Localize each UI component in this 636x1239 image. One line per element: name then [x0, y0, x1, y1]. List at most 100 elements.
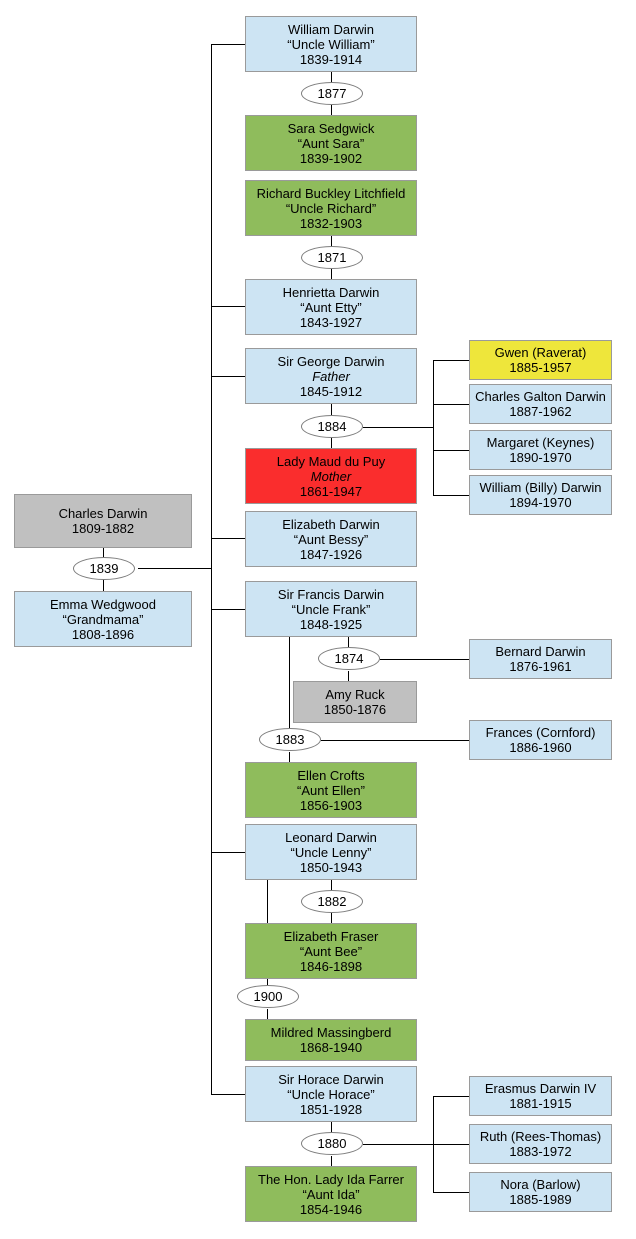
- connector-1882-to-elizabeth-fraser: [331, 913, 332, 923]
- person-dates: 1886-1960: [509, 740, 572, 755]
- connector-1880-to-ida: [331, 1156, 332, 1166]
- person-sir-george-darwin[interactable]: Sir George Darwin Father 1845-1912: [245, 348, 417, 404]
- person-dates: 1881-1915: [509, 1096, 572, 1111]
- person-emma-wedgwood[interactable]: Emma Wedgwood “Grandmama” 1808-1896: [14, 591, 192, 647]
- person-dates: 1808-1896: [71, 626, 135, 642]
- trunk-george-children: [433, 360, 434, 495]
- connector-francis-to-1883: [289, 637, 290, 728]
- connector-1874-to-amy: [348, 671, 349, 681]
- person-elizabeth-darwin[interactable]: Elizabeth Darwin “Aunt Bessy” 1847-1926: [245, 511, 417, 567]
- marriage-year-1884[interactable]: 1884: [301, 415, 363, 438]
- person-dates: 1850-1876: [323, 702, 387, 717]
- person-nora-barlow[interactable]: Nora (Barlow) 1885-1989: [469, 1172, 612, 1212]
- person-henrietta-darwin[interactable]: Henrietta Darwin “Aunt Etty” 1843-1927: [245, 279, 417, 335]
- person-dates: 1851-1928: [299, 1101, 363, 1117]
- connector-richard-to-1871: [331, 236, 332, 247]
- person-alias: “Aunt Bee”: [299, 943, 363, 959]
- connector-1839-to-trunk: [138, 568, 212, 569]
- connector-1884-to-children-trunk: [363, 427, 434, 428]
- person-name: Charles Darwin: [58, 506, 148, 521]
- person-dates: 1847-1926: [299, 546, 363, 562]
- person-amy-ruck[interactable]: Amy Ruck 1850-1876: [293, 681, 417, 723]
- person-leonard-darwin[interactable]: Leonard Darwin “Uncle Lenny” 1850-1943: [245, 824, 417, 880]
- person-name: Lady Maud du Puy: [276, 453, 386, 469]
- person-ida-farrer[interactable]: The Hon. Lady Ida Farrer “Aunt Ida” 1854…: [245, 1166, 417, 1222]
- person-charles-darwin[interactable]: Charles Darwin 1809-1882: [14, 494, 192, 548]
- marriage-year-1883[interactable]: 1883: [259, 728, 321, 751]
- marriage-year-1874[interactable]: 1874: [318, 647, 380, 670]
- connector-charles-to-1839: [103, 548, 104, 560]
- stub-francis-darwin: [211, 609, 245, 610]
- person-sir-francis-darwin[interactable]: Sir Francis Darwin “Uncle Frank” 1848-19…: [245, 581, 417, 637]
- connector-1839-to-emma: [103, 578, 104, 591]
- person-dates: 1839-1914: [299, 51, 363, 67]
- marriage-year-1877[interactable]: 1877: [301, 82, 363, 105]
- person-name: Charles Galton Darwin: [475, 389, 606, 404]
- stub-erasmus-darwin-iv: [433, 1096, 469, 1097]
- person-name: Frances (Cornford): [485, 725, 596, 740]
- stub-elizabeth-darwin: [211, 538, 245, 539]
- person-alias: “Uncle Lenny”: [290, 844, 372, 860]
- person-name: Nora (Barlow): [500, 1177, 581, 1192]
- connector-horace-to-1880: [331, 1122, 332, 1133]
- stub-gwen-raverat: [433, 360, 469, 361]
- person-dates: 1890-1970: [509, 450, 572, 465]
- person-name: Sir Francis Darwin: [277, 586, 385, 602]
- person-name: Ellen Crofts: [297, 767, 365, 783]
- person-gwen-raverat[interactable]: Gwen (Raverat) 1885-1957: [469, 340, 612, 380]
- person-sir-horace-darwin[interactable]: Sir Horace Darwin “Uncle Horace” 1851-19…: [245, 1066, 417, 1122]
- marriage-year-1900[interactable]: 1900: [237, 985, 299, 1008]
- connector-1884-to-maud: [331, 438, 332, 448]
- person-dates: 1843-1927: [299, 314, 363, 330]
- person-dates: 1850-1943: [299, 859, 363, 875]
- person-lady-maud-du-puy[interactable]: Lady Maud du Puy Mother 1861-1947: [245, 448, 417, 504]
- person-dates: 1839-1902: [299, 150, 363, 166]
- person-dates: 1887-1962: [509, 404, 572, 419]
- person-mildred-massingberd[interactable]: Mildred Massingberd 1868-1940: [245, 1019, 417, 1061]
- person-dates: 1856-1903: [299, 797, 363, 813]
- connector-1883-to-ellen: [289, 752, 290, 762]
- person-erasmus-darwin-iv[interactable]: Erasmus Darwin IV 1881-1915: [469, 1076, 612, 1116]
- connector-leonard-to-1882: [331, 880, 332, 891]
- person-sara-sedgwick[interactable]: Sara Sedgwick “Aunt Sara” 1839-1902: [245, 115, 417, 171]
- connector-francis-to-1874: [348, 637, 349, 648]
- connector-1877-to-sara: [331, 105, 332, 115]
- person-alias: “Aunt Etty”: [300, 299, 362, 315]
- person-ruth-rees-thomas[interactable]: Ruth (Rees-Thomas) 1883-1972: [469, 1124, 612, 1164]
- person-alias: Mother: [310, 468, 352, 484]
- person-name: Sir Horace Darwin: [278, 1071, 384, 1087]
- person-name: Ruth (Rees-Thomas): [479, 1129, 602, 1144]
- stub-horace-darwin: [211, 1094, 245, 1095]
- person-richard-buckley-litchfield[interactable]: Richard Buckley Litchfield “Uncle Richar…: [245, 180, 417, 236]
- person-alias: “Uncle William”: [287, 36, 375, 52]
- marriage-year-1839[interactable]: 1839: [73, 557, 135, 580]
- person-name: Gwen (Raverat): [494, 345, 587, 360]
- person-william-darwin[interactable]: William Darwin “Uncle William” 1839-1914: [245, 16, 417, 72]
- person-alias: “Uncle Richard”: [285, 200, 377, 216]
- person-ellen-crofts[interactable]: Ellen Crofts “Aunt Ellen” 1856-1903: [245, 762, 417, 818]
- marriage-year-1882[interactable]: 1882: [301, 890, 363, 913]
- person-name: Richard Buckley Litchfield: [256, 185, 406, 201]
- person-elizabeth-fraser[interactable]: Elizabeth Fraser “Aunt Bee” 1846-1898: [245, 923, 417, 979]
- person-alias: “Aunt Ellen”: [297, 782, 365, 798]
- stub-henrietta-darwin: [211, 306, 245, 307]
- marriage-year-1880[interactable]: 1880: [301, 1132, 363, 1155]
- stub-charles-galton-darwin: [433, 404, 469, 405]
- person-dates: 1883-1972: [509, 1144, 572, 1159]
- person-name: William (Billy) Darwin: [479, 480, 602, 495]
- person-name: William Darwin: [288, 21, 374, 37]
- person-bernard-darwin[interactable]: Bernard Darwin 1876-1961: [469, 639, 612, 679]
- person-william-billy-darwin[interactable]: William (Billy) Darwin 1894-1970: [469, 475, 612, 515]
- person-dates: 1861-1947: [299, 483, 363, 499]
- connector-george-to-1884: [331, 404, 332, 415]
- person-frances-cornford[interactable]: Frances (Cornford) 1886-1960: [469, 720, 612, 760]
- connector-william-to-1877: [331, 72, 332, 83]
- person-charles-galton-darwin[interactable]: Charles Galton Darwin 1887-1962: [469, 384, 612, 424]
- stub-george-darwin: [211, 376, 245, 377]
- connector-1871-to-henrietta: [331, 269, 332, 279]
- marriage-year-1871[interactable]: 1871: [301, 246, 363, 269]
- person-dates: 1848-1925: [299, 616, 363, 632]
- person-margaret-keynes[interactable]: Margaret (Keynes) 1890-1970: [469, 430, 612, 470]
- stub-margaret-keynes: [433, 450, 469, 451]
